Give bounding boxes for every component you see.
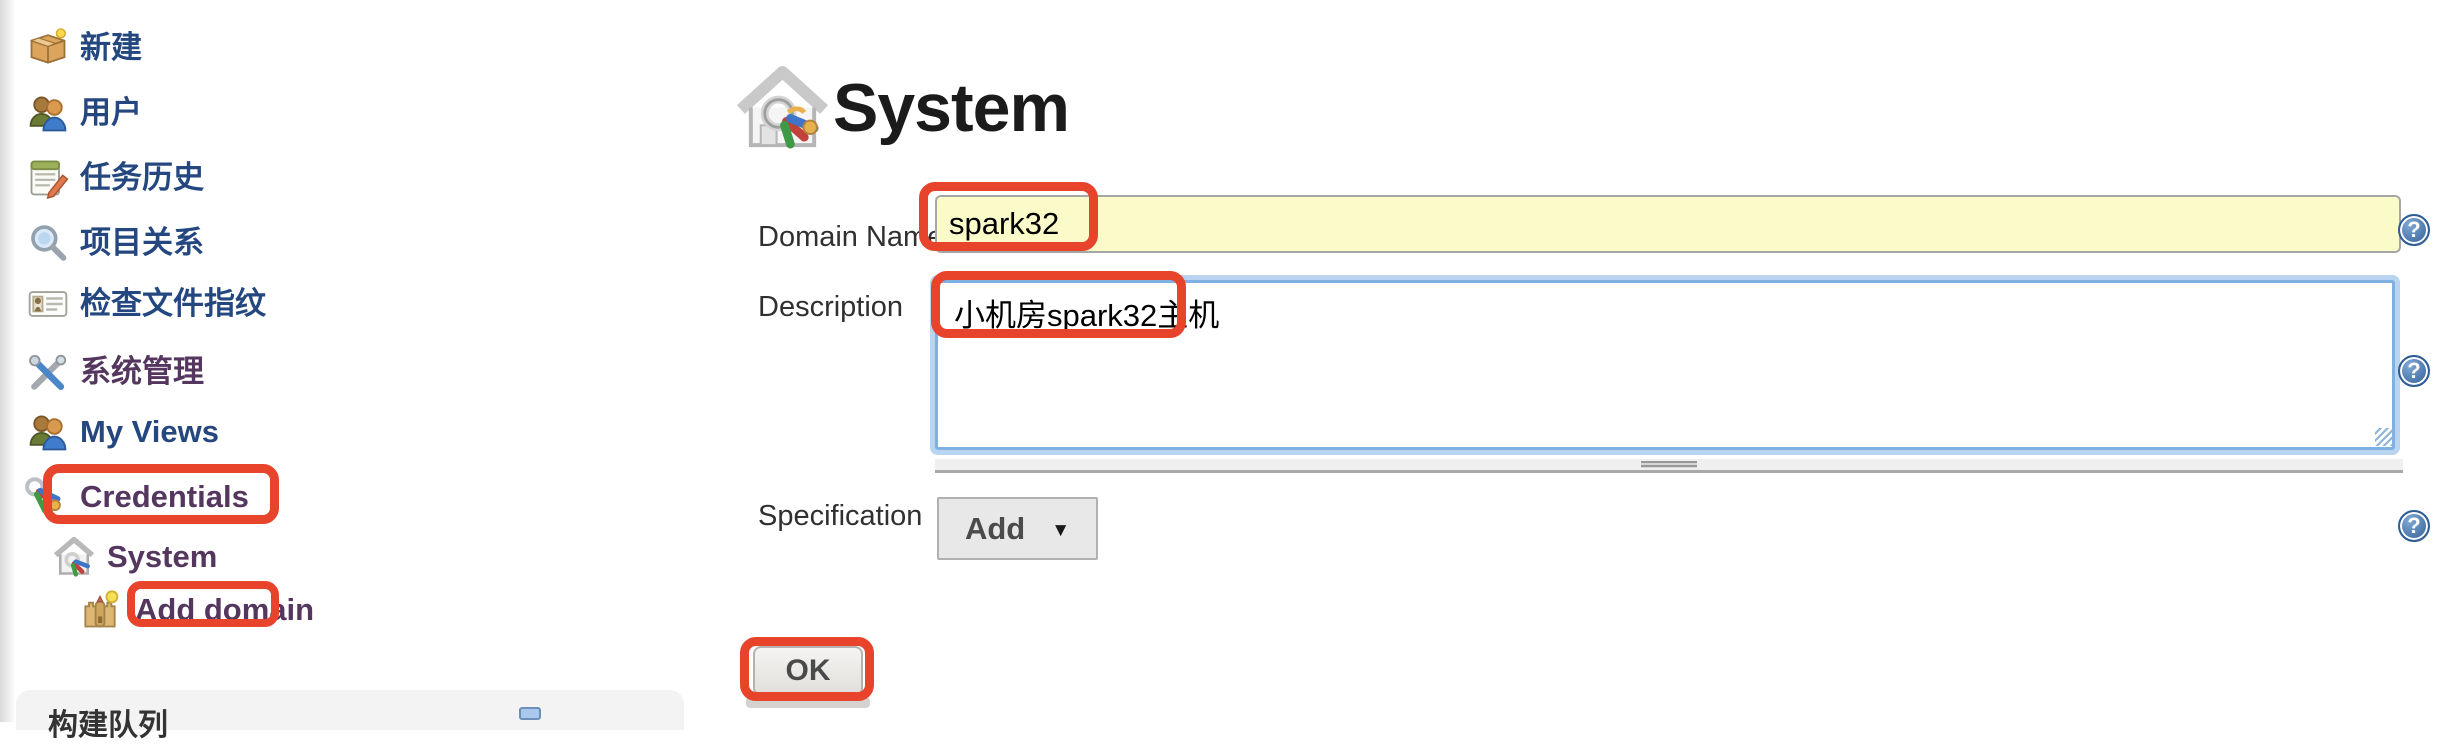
help-icon[interactable]: ? (2398, 510, 2430, 542)
sidebar-item-project-relationship[interactable]: 项目关系 (0, 221, 684, 265)
textarea-corner-resize-icon[interactable] (2375, 428, 2393, 446)
sidebar-item-new[interactable]: 新建 (0, 26, 684, 70)
specification-add-button[interactable]: Add ▼ (937, 497, 1098, 560)
help-icon[interactable]: ? (2398, 355, 2430, 387)
sidebar-item-system-domain[interactable]: System (0, 535, 684, 579)
add-button-label: Add (964, 510, 1026, 546)
tools-icon (26, 350, 70, 394)
people-icon (26, 410, 70, 454)
sidebar-item-label: System (107, 539, 218, 574)
build-queue-panel: 构建队列 (16, 690, 684, 742)
description-label: Description (758, 291, 904, 323)
system-domain-house-icon (735, 60, 830, 155)
sidebar-item-label: Credentials (80, 479, 249, 514)
sidebar-item-label: 用户 (80, 95, 142, 130)
build-history-notepad-icon (26, 156, 70, 200)
users-icon (26, 91, 70, 135)
help-icon[interactable]: ? (2398, 214, 2430, 246)
sidebar-item-label: Add domain (135, 592, 315, 627)
page-left-gradient (0, 0, 16, 722)
sidebar-item-label: 系统管理 (80, 354, 204, 389)
sidebar-item-add-domain[interactable]: Add domain (0, 588, 684, 632)
sidebar-item-users[interactable]: 用户 (0, 91, 684, 135)
build-queue-title: 构建队列 (48, 709, 168, 742)
ok-button[interactable]: OK (753, 646, 863, 696)
description-textarea[interactable]: 小机房spark32主机 (935, 280, 2395, 450)
sidebar-item-label: My Views (80, 414, 220, 449)
sidebar-item-label: 检查文件指纹 (80, 286, 266, 321)
page-title: System (833, 70, 1070, 146)
sidebar-item-label: 新建 (80, 30, 142, 65)
collapse-icon[interactable] (519, 707, 541, 720)
sidebar-item-manage[interactable]: 系统管理 (0, 350, 684, 394)
textarea-resize-handle[interactable] (935, 459, 2403, 473)
add-domain-castle-icon (78, 588, 122, 632)
sidebar-item-my-views[interactable]: My Views (0, 410, 684, 454)
sidebar-item-credentials[interactable]: Credentials (0, 475, 684, 519)
ok-button-shadow (746, 697, 870, 708)
specification-label: Specification (758, 500, 923, 532)
house-keys-icon (52, 535, 96, 579)
drag-grip-icon (1641, 461, 1697, 468)
sidebar-item-label: 项目关系 (80, 225, 204, 260)
domain-name-label: Domain Name (758, 221, 944, 253)
sidebar-item-fingerprint[interactable]: 检查文件指纹 (0, 282, 684, 326)
dropdown-caret-icon: ▼ (1051, 519, 1071, 541)
sidebar-item-build-history[interactable]: 任务历史 (0, 156, 684, 200)
sidebar-item-label: 任务历史 (80, 160, 204, 195)
magnifier-icon (26, 221, 70, 265)
credentials-keys-icon (22, 475, 66, 519)
new-item-box-icon (26, 26, 70, 70)
id-card-icon (26, 282, 70, 326)
domain-name-input[interactable] (935, 195, 2401, 253)
